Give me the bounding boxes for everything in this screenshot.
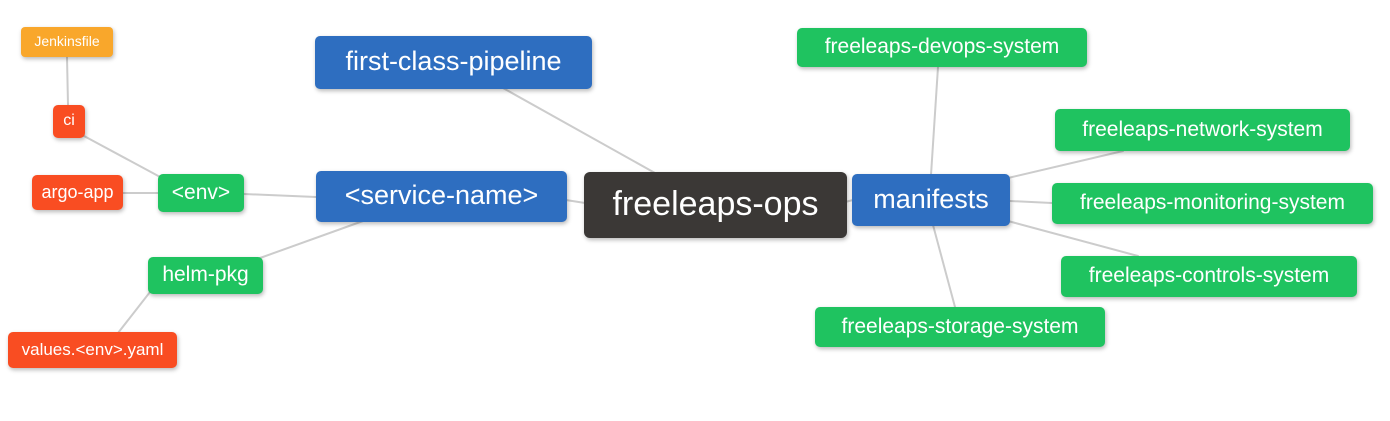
edge-manifests-freeleaps-storage-system	[932, 224, 956, 308]
node-freeleaps-ops[interactable]: freeleaps-ops	[584, 172, 847, 238]
edge-service-name-freeleaps-ops	[565, 199, 586, 204]
node-argo-app[interactable]: argo-app	[32, 175, 123, 210]
node-freeleaps-monitoring-system[interactable]: freeleaps-monitoring-system	[1052, 183, 1373, 224]
node-freeleaps-storage-system[interactable]: freeleaps-storage-system	[815, 307, 1105, 347]
node-freeleaps-network-system[interactable]: freeleaps-network-system	[1055, 109, 1350, 151]
edge-manifests-freeleaps-network-system	[1007, 150, 1124, 179]
node-freeleaps-controls-system[interactable]: freeleaps-controls-system	[1061, 256, 1357, 297]
node-service-name[interactable]: <service-name>	[316, 171, 567, 222]
node-values-env-yaml[interactable]: values.<env>.yaml	[8, 332, 177, 368]
node-manifests[interactable]: manifests	[852, 174, 1010, 226]
edge-helm-pkg-values-env-yaml	[117, 291, 151, 334]
node-helm-pkg[interactable]: helm-pkg	[148, 257, 263, 294]
edge-manifests-freeleaps-monitoring-system	[1009, 200, 1053, 204]
edge-ci-env	[83, 135, 163, 179]
edge-manifests-freeleaps-devops-system	[930, 66, 939, 176]
edge-manifests-freeleaps-controls-system	[1007, 220, 1139, 257]
edge-first-class-pipeline-freeleaps-ops	[502, 87, 656, 174]
node-ci[interactable]: ci	[53, 105, 85, 138]
node-freeleaps-devops-system[interactable]: freeleaps-devops-system	[797, 28, 1087, 67]
edge-env-service-name	[243, 193, 317, 198]
node-env[interactable]: <env>	[158, 174, 244, 212]
node-first-class-pipeline[interactable]: first-class-pipeline	[315, 36, 592, 89]
edge-service-name-helm-pkg	[259, 220, 364, 259]
edge-jenkinsfile-ci	[66, 56, 69, 106]
node-jenkinsfile[interactable]: Jenkinsfile	[21, 27, 113, 57]
